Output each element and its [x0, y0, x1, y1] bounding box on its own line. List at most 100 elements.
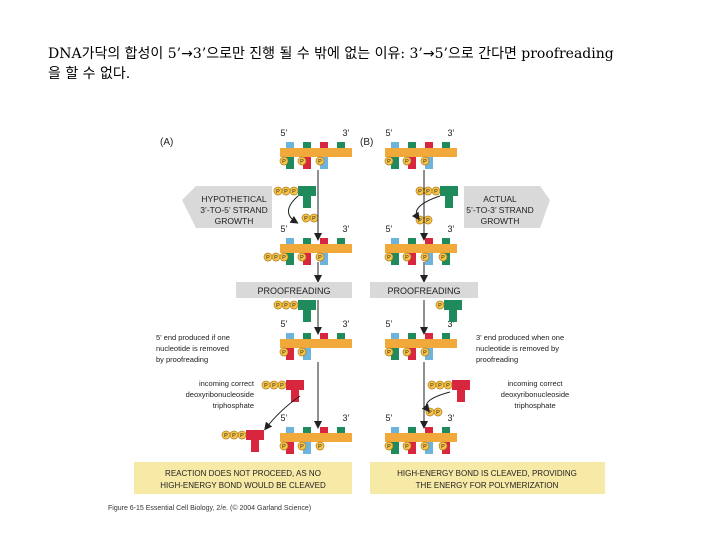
template-base [337, 238, 345, 244]
phosphate-label: P [387, 350, 391, 356]
phosphate-label: P [436, 410, 440, 416]
phosphate-label: P [418, 189, 422, 195]
phosphate-label: P [318, 159, 322, 165]
slide-title: DNA가닥의 합성이 5’→3’으로만 진행 될 수 밖에 없는 이유: 3’→… [48, 46, 614, 82]
phosphate-icon [297, 156, 307, 166]
nucleotide-base [303, 310, 311, 322]
left-incoming-note: incoming correct deoxyribonucleoside tri… [186, 379, 255, 410]
strand-backbone [385, 433, 457, 442]
phosphate-icon [438, 441, 448, 451]
figure-caption: Figure 6-15 Essential Cell Biology, 2/e.… [108, 504, 311, 512]
nucleotide-base [425, 253, 433, 265]
three-prime-end-label: 3’ [447, 413, 454, 423]
phosphate-label: P [224, 433, 228, 439]
template-base [303, 427, 311, 433]
phosphate-icon [402, 156, 412, 166]
svg-text:triphosphate: triphosphate [514, 401, 555, 410]
hypothetical-growth-label: HYPOTHETICAL 3’-TO-5’ STRAND GROWTH [182, 186, 272, 228]
template-base [425, 238, 433, 244]
template-base [286, 427, 294, 433]
three-prime-end-label: 3’ [447, 319, 454, 329]
template-base [442, 142, 450, 148]
phosphate-icon [297, 347, 307, 357]
phosphate-label: P [405, 255, 409, 261]
nucleotide-base [303, 196, 311, 208]
phosphate-label: P [423, 444, 427, 450]
panel-b-label: (B) [360, 137, 373, 148]
nucleotide-base [251, 440, 259, 452]
template-base [337, 142, 345, 148]
nucleotide-base [286, 253, 294, 265]
nucleotide-base [391, 442, 399, 454]
nucleotide-sugar [440, 186, 458, 196]
template-base [442, 238, 450, 244]
svg-text:THE ENERGY FOR POLYMERIZATION: THE ENERGY FOR POLYMERIZATION [416, 481, 559, 490]
phosphate-icon [315, 156, 325, 166]
phosphate-label: P [426, 218, 430, 224]
phosphate-icon [221, 430, 231, 440]
phosphate-icon [384, 441, 394, 451]
phosphate-icon [384, 252, 394, 262]
nucleotide-base [303, 157, 311, 169]
template-base [425, 142, 433, 148]
phosphate-label: P [405, 350, 409, 356]
five-prime-end-label: 5’ [280, 224, 287, 234]
phosphate-label: P [312, 216, 316, 222]
nucleotide-base [408, 348, 416, 360]
phosphate-icon [315, 252, 325, 262]
phosphate-label: P [300, 350, 304, 356]
phosphate-label: P [276, 189, 280, 195]
svg-text:ACTUAL: ACTUAL [483, 194, 517, 204]
template-base [303, 142, 311, 148]
nucleotide-base [320, 157, 328, 169]
nucleotide-base [449, 310, 457, 322]
incoming-triphosphate-a2 [286, 380, 304, 402]
svg-text:GROWTH: GROWTH [481, 216, 520, 226]
phosphate-label: P [292, 303, 296, 309]
three-prime-end-label: 3’ [342, 224, 349, 234]
phosphate-label: P [304, 216, 308, 222]
nucleotide-base [286, 348, 294, 360]
five-prime-end-label: 5’ [280, 413, 287, 423]
nucleotide-base [391, 253, 399, 265]
svg-text:HYPOTHETICAL: HYPOTHETICAL [201, 194, 266, 204]
phosphate-icon [420, 252, 430, 262]
removed-nucleotide-b [444, 300, 462, 322]
phosphate-label: P [418, 218, 422, 224]
pyrophosphate-icon [433, 407, 443, 417]
phosphate-label: P [423, 255, 427, 261]
nucleotide-base [457, 390, 465, 402]
curved-arrow-a2 [264, 395, 301, 431]
svg-text:nucleotide is removed by: nucleotide is removed by [476, 344, 559, 353]
phosphate-icon [297, 441, 307, 451]
phosphate-label: P [318, 255, 322, 261]
phosphate-label: P [426, 189, 430, 195]
right-arrow-icon: → [181, 46, 193, 62]
template-base [320, 333, 328, 339]
template-base [442, 333, 450, 339]
three-prime-end-label: 3’ [447, 128, 454, 138]
phosphate-icon [384, 156, 394, 166]
phosphate-label: P [387, 255, 391, 261]
five-prime-end-label: 5’ [280, 128, 287, 138]
phosphate-label: P [441, 255, 445, 261]
svg-text:deoxyribonucleoside: deoxyribonucleoside [186, 390, 254, 399]
nucleotide-sugar [452, 380, 470, 390]
phosphate-icon [384, 347, 394, 357]
strand-backbone [280, 148, 352, 157]
nucleotide-base [303, 253, 311, 265]
svg-text:5’ end produced if one: 5’ end produced if one [156, 333, 230, 342]
nucleotide-base [303, 348, 311, 360]
template-base [337, 333, 345, 339]
template-base [286, 333, 294, 339]
svg-text:incoming correct: incoming correct [507, 379, 563, 388]
actual-growth-label: ACTUAL 5’-TO-3’ STRAND GROWTH [464, 186, 550, 228]
template-base [391, 427, 399, 433]
template-base [320, 238, 328, 244]
phosphate-label: P [428, 410, 432, 416]
phosphate-label: P [284, 303, 288, 309]
nucleotide-base [445, 196, 453, 208]
three-prime-end-label: 3’ [342, 413, 349, 423]
proofreading-label-left: PROOFREADING [236, 282, 352, 298]
